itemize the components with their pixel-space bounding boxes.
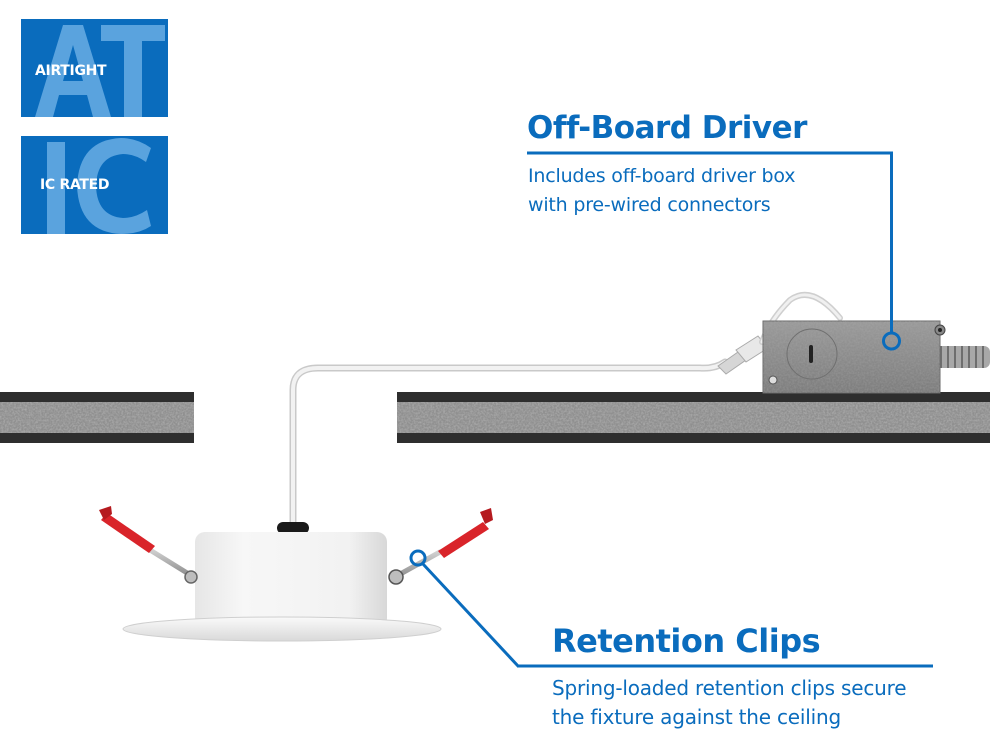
driver-callout-marker [882, 331, 901, 351]
driver-desc-line-2: with pre-wired connectors [528, 194, 771, 216]
clips-desc-line-2: the fixture against the ceiling [552, 705, 841, 729]
clips-desc-line-1: Spring-loaded retention clips secure [552, 676, 907, 700]
clips-callout-title: Retention Clips [552, 622, 821, 660]
driver-callout-title: Off-Board Driver [527, 110, 807, 146]
connection-wire [289, 358, 729, 529]
ic-rated-badge-label: IC RATED [40, 177, 110, 193]
airtight-badge: AIRTIGHT [21, 19, 168, 117]
driver-callout-leader [527, 151, 901, 351]
clips-callout-marker [409, 549, 427, 567]
fixture-trim [122, 616, 442, 642]
clips-callout-leader [409, 549, 933, 668]
ic-rated-badge: IC RATED [21, 136, 168, 234]
driver-desc-line-1: Includes off-board driver box [528, 165, 796, 187]
driver-callout-description: Includes off-board driver box with pre-w… [528, 162, 796, 220]
recessed-light-fixture [99, 506, 493, 642]
ceiling-section-left [0, 392, 194, 443]
driver-box [762, 320, 946, 394]
retention-clip-right [388, 508, 493, 585]
fixture-housing [195, 532, 387, 628]
retention-clip-left [99, 506, 198, 584]
airtight-badge-label: AIRTIGHT [35, 63, 107, 79]
ic-rated-badge-watermark-logo [47, 138, 151, 234]
ceiling-section-right [397, 392, 990, 443]
clips-callout-description: Spring-loaded retention clips secure the… [552, 674, 907, 732]
airtight-badge-watermark-logo [35, 25, 165, 117]
wire-grommet [277, 522, 309, 534]
